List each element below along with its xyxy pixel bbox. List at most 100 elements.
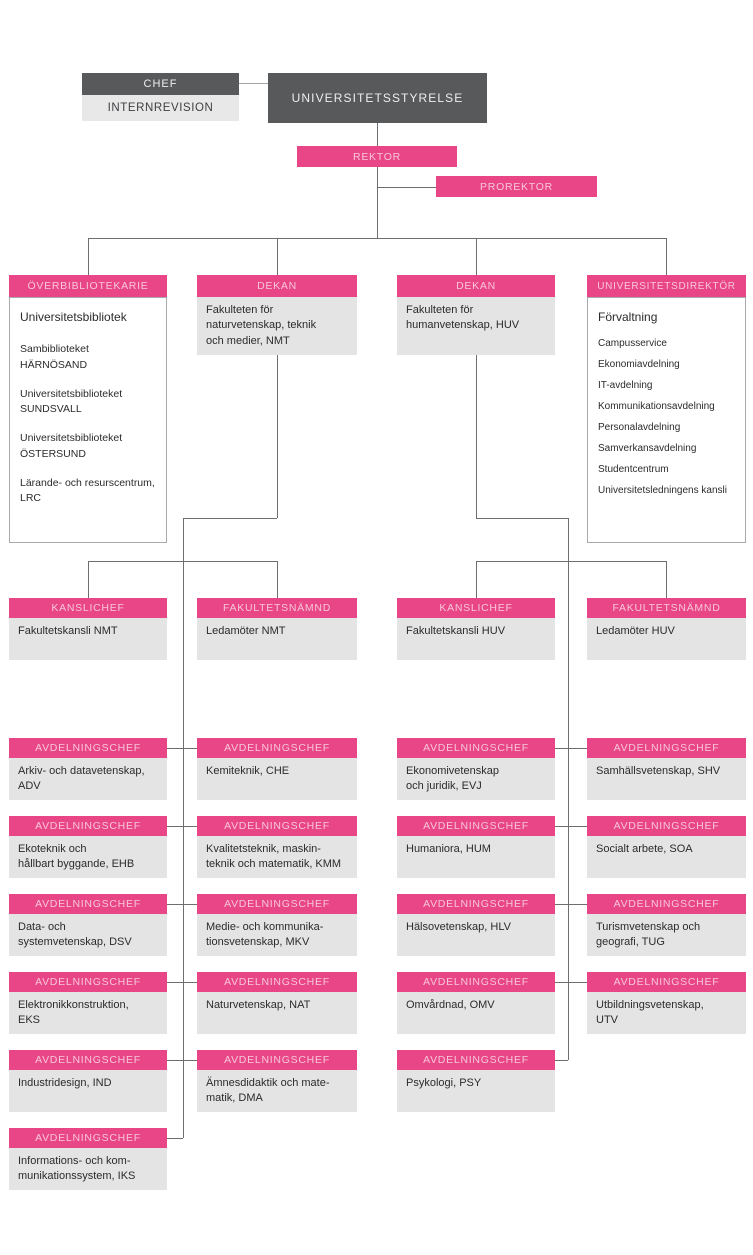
connector-huv-row4 — [555, 982, 587, 983]
library-item: Universitetsbiblioteket SUNDSVALL — [20, 387, 123, 416]
connector-styrelse-rektor — [377, 123, 378, 146]
administration-title: Förvaltning — [598, 310, 658, 324]
connector-nmt-row3 — [167, 904, 197, 905]
avdelningschef-header: AVDELNINGSCHEF — [397, 1050, 555, 1070]
kanslichef-huv-body: Fakultetskansli HUV — [397, 618, 555, 660]
connector-huv-row5 — [555, 1060, 568, 1061]
connector-nmt-elbow — [183, 518, 277, 519]
department-mkv: Medie- och kommunika- tionsvetenskap, MK… — [197, 914, 357, 956]
kanslichef-nmt-header: KANSLICHEF — [9, 598, 167, 618]
dekan-nmt-label: DEKAN — [257, 280, 297, 292]
avdelningschef-label: AVDELNINGSCHEF — [224, 820, 330, 832]
department-omv: Omvårdnad, OMV — [397, 992, 555, 1034]
avdelningschef-label: AVDELNINGSCHEF — [35, 1132, 141, 1144]
avdelningschef-header: AVDELNINGSCHEF — [197, 972, 357, 992]
avdelningschef-label: AVDELNINGSCHEF — [224, 742, 330, 754]
faculty-nmt-box: Fakulteten för naturvetenskap, teknik oc… — [197, 297, 357, 355]
avdelningschef-header: AVDELNINGSCHEF — [9, 1050, 167, 1070]
internrevision-label: INTERNREVISION — [107, 102, 214, 114]
kanslichef-huv-header: KANSLICHEF — [397, 598, 555, 618]
library-items: Sambiblioteket HÄRNÖSAND Universitetsbib… — [20, 342, 156, 507]
administration-item: IT-avdelning — [598, 380, 653, 391]
chef-label: CHEF — [143, 78, 178, 90]
avdelningschef-header: AVDELNINGSCHEF — [9, 894, 167, 914]
avdelningschef-header: AVDELNINGSCHEF — [397, 816, 555, 836]
avdelningschef-header: AVDELNINGSCHEF — [197, 894, 357, 914]
chef-box: CHEF — [82, 73, 239, 95]
rektor-label: REKTOR — [353, 150, 401, 163]
fakultetsnamnd-nmt-header: FAKULTETSNÄMND — [197, 598, 357, 618]
avdelningschef-label: AVDELNINGSCHEF — [35, 742, 141, 754]
prorektor-box: PROREKTOR — [436, 176, 597, 197]
connector-drop-kanslichef-huv — [476, 561, 477, 598]
avdelningschef-header: AVDELNINGSCHEF — [397, 972, 555, 992]
library-title: Universitetsbibliotek — [20, 310, 127, 324]
connector-huv-row3 — [555, 904, 587, 905]
avdelningschef-header: AVDELNINGSCHEF — [587, 738, 746, 758]
overbibliotekarie-header: ÖVERBIBLIOTEKARIE — [9, 275, 167, 297]
connector-huv-down — [476, 355, 477, 518]
connector-main-splitter — [88, 238, 667, 239]
avdelningschef-header: AVDELNINGSCHEF — [197, 816, 357, 836]
avdelningschef-header: AVDELNINGSCHEF — [197, 1050, 357, 1070]
connector-drop-kanslichef-nmt — [88, 561, 89, 598]
avdelningschef-label: AVDELNINGSCHEF — [224, 976, 330, 988]
avdelningschef-label: AVDELNINGSCHEF — [423, 976, 529, 988]
administration-item: Universitetsledningens kansli — [598, 485, 727, 496]
avdelningschef-label: AVDELNINGSCHEF — [613, 976, 720, 988]
avdelningschef-label: AVDELNINGSCHEF — [613, 742, 720, 754]
connector-nmt-crossbar — [88, 561, 277, 562]
department-nat: Naturvetenskap, NAT — [197, 992, 357, 1034]
avdelningschef-header: AVDELNINGSCHEF — [9, 972, 167, 992]
fakultetsnamnd-huv-label: FAKULTETSNÄMND — [612, 602, 721, 614]
department-shv: Samhällsvetenskap, SHV — [587, 758, 746, 800]
department-psy: Psykologi, PSY — [397, 1070, 555, 1112]
administration-item: Ekonomiavdelning — [598, 359, 680, 370]
connector-drop-namnd-huv — [666, 561, 667, 598]
overbibliotekarie-label: ÖVERBIBLIOTEKARIE — [27, 280, 149, 292]
avdelningschef-label: AVDELNINGSCHEF — [35, 976, 141, 988]
department-soa: Socialt arbete, SOA — [587, 836, 746, 878]
dekan-huv-header: DEKAN — [397, 275, 555, 297]
avdelningschef-label: AVDELNINGSCHEF — [423, 742, 529, 754]
administration-box: Förvaltning Campusservice Ekonomiavdelni… — [587, 297, 746, 543]
fakultetsnamnd-huv-header: FAKULTETSNÄMND — [587, 598, 746, 618]
avdelningschef-label: AVDELNINGSCHEF — [423, 1054, 529, 1066]
department-ehb: Ekoteknik och hållbart byggande, EHB — [9, 836, 167, 878]
avdelningschef-label: AVDELNINGSCHEF — [35, 1054, 141, 1066]
department-dma: Ämnesdidaktik och mate- matik, DMA — [197, 1070, 357, 1112]
administration-item: Samverkansavdelning — [598, 443, 697, 454]
kanslichef-nmt-label: KANSLICHEF — [51, 602, 125, 614]
connector-nmt-trunk — [183, 518, 184, 1138]
connector-huv-trunk — [568, 518, 569, 1060]
library-item: Universitetsbiblioteket ÖSTERSUND — [20, 432, 123, 460]
kanslichef-nmt-body: Fakultetskansli NMT — [9, 618, 167, 660]
universitetsstyrelse-box: UNIVERSITETSSTYRELSE — [268, 73, 487, 123]
connector-nmt-down — [277, 355, 278, 518]
connector-nmt-row4 — [167, 982, 197, 983]
dekan-nmt-header: DEKAN — [197, 275, 357, 297]
avdelningschef-header: AVDELNINGSCHEF — [587, 972, 746, 992]
department-adv: Arkiv- och datavetenskap, ADV — [9, 758, 167, 800]
department-dsv: Data- och systemvetenskap, DSV — [9, 914, 167, 956]
administration-item: Campusservice — [598, 338, 667, 349]
avdelningschef-header: AVDELNINGSCHEF — [397, 738, 555, 758]
universitetsstyrelse-label: UNIVERSITETSSTYRELSE — [291, 91, 464, 105]
avdelningschef-label: AVDELNINGSCHEF — [224, 898, 330, 910]
rektor-box: REKTOR — [297, 146, 457, 167]
connector-rektor-down — [377, 167, 378, 238]
avdelningschef-label: AVDELNINGSCHEF — [35, 820, 141, 832]
department-eks: Elektronikkonstruktion, EKS — [9, 992, 167, 1034]
department-hum: Humaniora, HUM — [397, 836, 555, 878]
avdelningschef-label: AVDELNINGSCHEF — [423, 898, 529, 910]
universitetsdirektor-label: UNIVERSITETSDIREKTÖR — [597, 280, 736, 292]
universitetsdirektor-header: UNIVERSITETSDIREKTÖR — [587, 275, 746, 297]
kanslichef-huv-label: KANSLICHEF — [439, 602, 513, 614]
connector-drop-direktor — [666, 238, 667, 275]
administration-item: Kommunikationsavdelning — [598, 401, 715, 412]
connector-drop-namnd-nmt — [277, 561, 278, 598]
fakultetsnamnd-huv-body: Ledamöter HUV — [587, 618, 746, 660]
avdelningschef-label: AVDELNINGSCHEF — [613, 820, 720, 832]
dekan-huv-label: DEKAN — [456, 280, 496, 292]
